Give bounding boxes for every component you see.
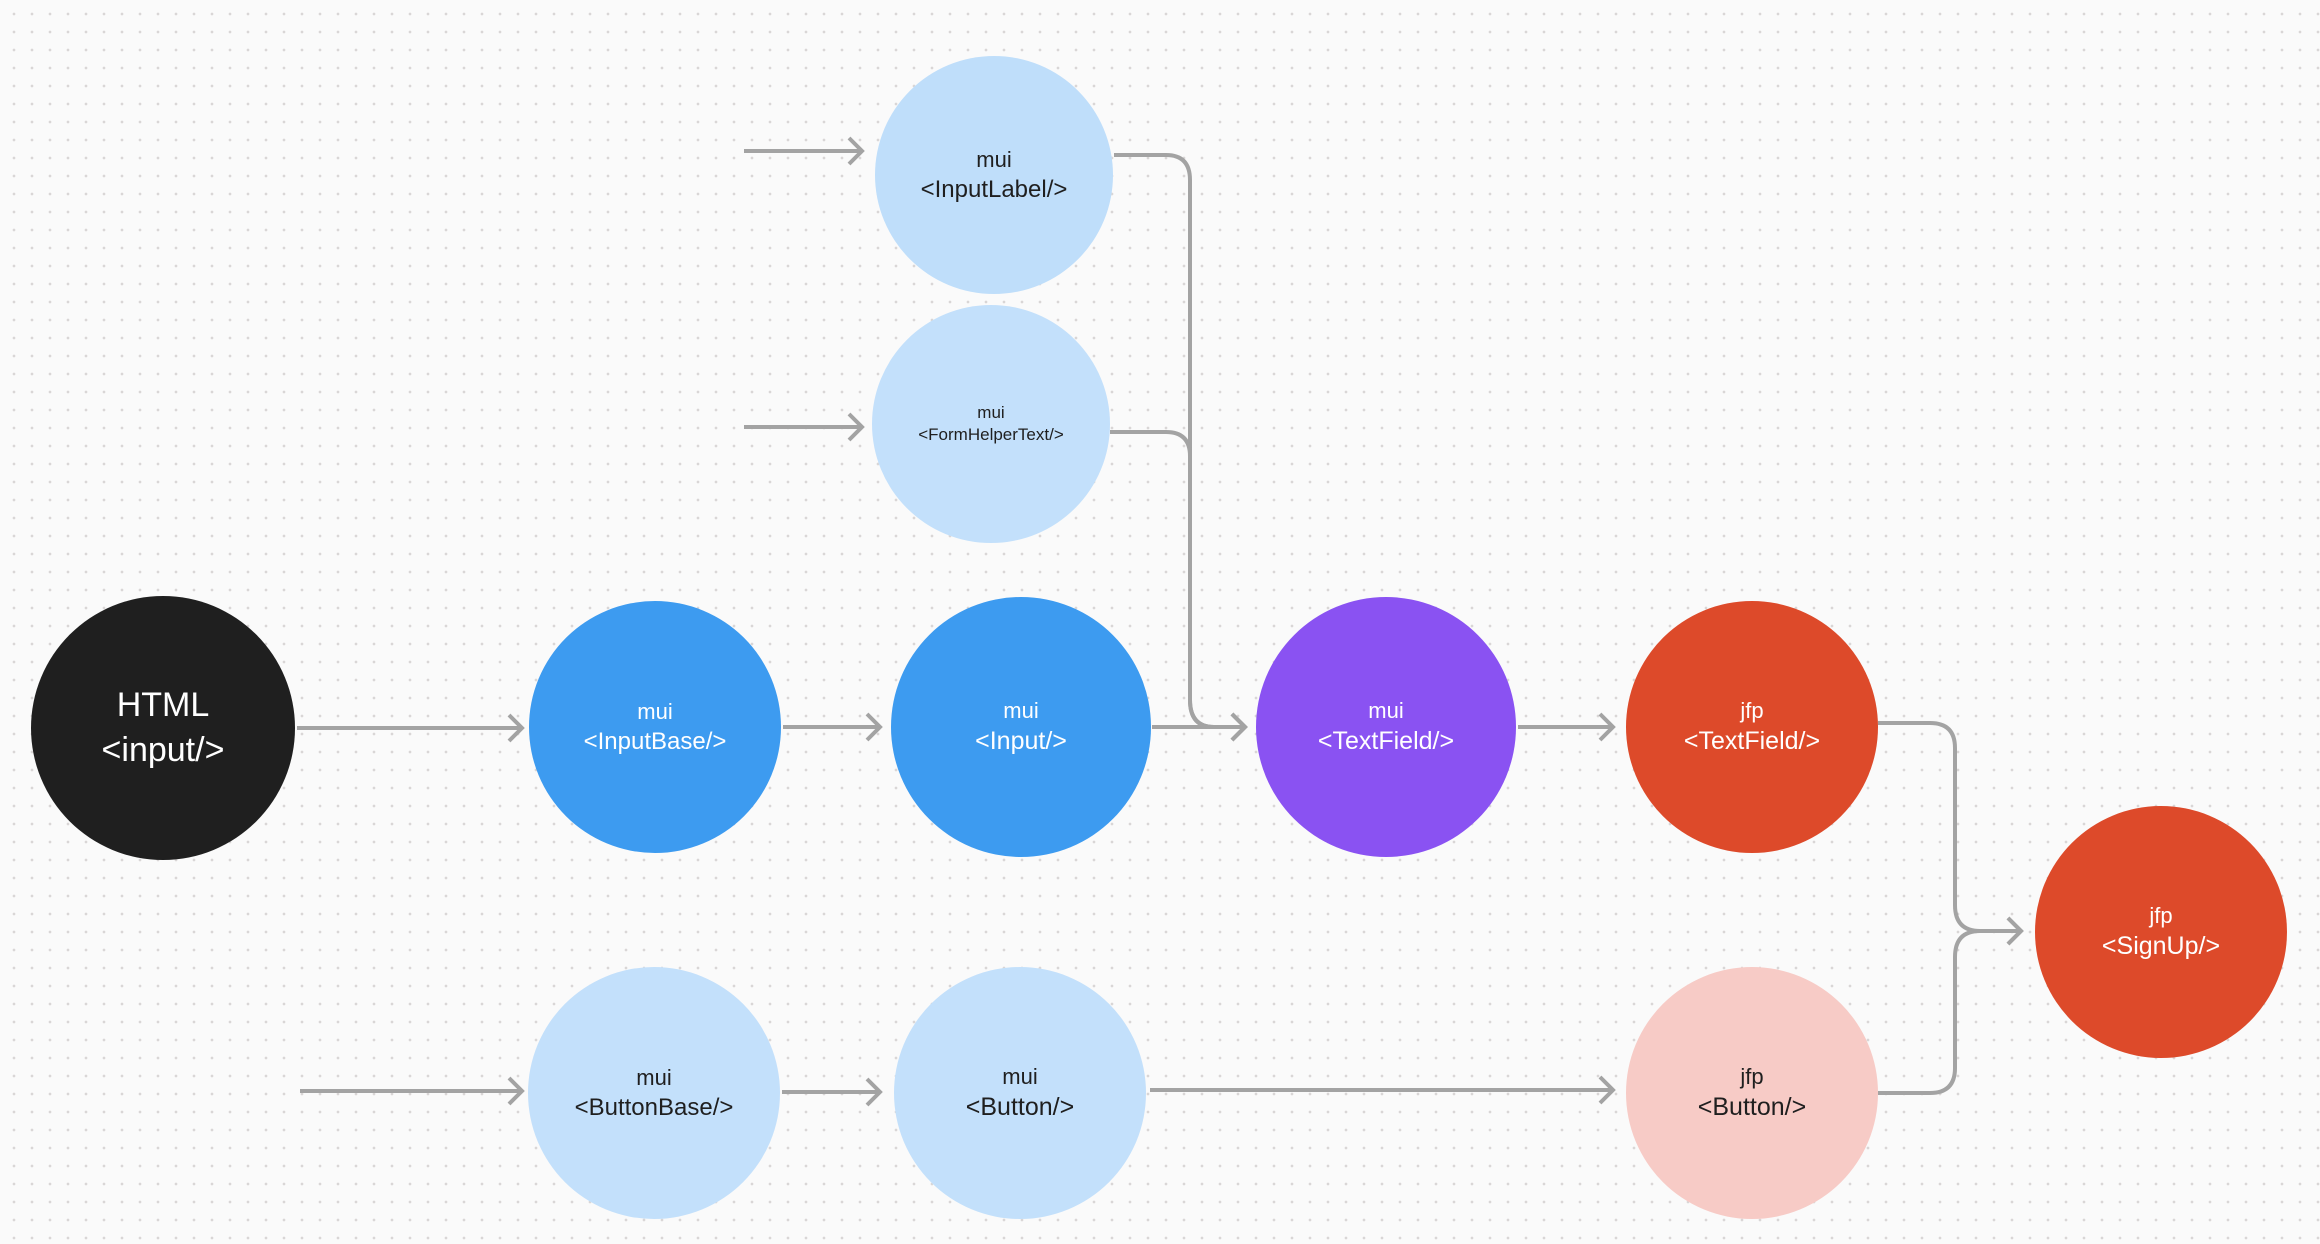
arrowhead-icon	[865, 1077, 883, 1107]
node-component: <TextField/>	[1683, 727, 1821, 756]
node-namespace: mui	[1368, 697, 1404, 723]
edge-mui-inputbase	[297, 713, 525, 743]
edge-mui-input	[783, 712, 883, 742]
node-namespace: mui	[637, 698, 673, 724]
edge-jfp-textfield	[1518, 712, 1616, 742]
edge-jfp-signup	[1878, 721, 2024, 946]
node-jfp-textfield[interactable]: jfp <TextField/>	[1626, 601, 1878, 853]
arrowhead-icon	[847, 412, 865, 442]
node-namespace: mui	[636, 1064, 672, 1090]
node-namespace: jfp	[1740, 1063, 1764, 1089]
node-mui-formhelpertext[interactable]: mui <FormHelperText/>	[872, 305, 1110, 543]
node-mui-input[interactable]: mui <Input/>	[891, 597, 1151, 857]
node-namespace: jfp	[2149, 902, 2173, 928]
node-jfp-signup[interactable]: jfp <SignUp/>	[2035, 806, 2287, 1058]
edge-jfp-signup	[1878, 916, 2024, 1095]
node-component: <InputBase/>	[583, 727, 727, 755]
edge-mui-textfield	[1114, 153, 1248, 742]
arrowhead-icon	[1230, 712, 1248, 742]
edge-mui-formhelpertext	[744, 412, 865, 442]
edge-jfp-button	[1150, 1075, 1616, 1105]
node-component: <InputLabel/>	[920, 175, 1068, 203]
arrowhead-icon	[1598, 712, 1616, 742]
node-component: <TextField/>	[1317, 727, 1455, 756]
node-component: <input/>	[101, 731, 225, 769]
node-namespace: mui	[977, 402, 1005, 422]
node-mui-inputbase[interactable]: mui <InputBase/>	[529, 601, 781, 853]
node-component: <Input/>	[975, 727, 1067, 756]
node-namespace: jfp	[1740, 697, 1764, 723]
node-component: <Button/>	[965, 1093, 1075, 1122]
node-namespace: mui	[1002, 1063, 1038, 1089]
node-component: <SignUp/>	[2101, 932, 2221, 961]
arrowhead-icon	[1230, 712, 1248, 742]
node-component: <Button/>	[1697, 1093, 1807, 1122]
arrowhead-icon	[847, 136, 865, 166]
arrowhead-icon	[1230, 712, 1248, 742]
arrowhead-icon	[507, 713, 525, 743]
node-component: <ButtonBase/>	[574, 1093, 734, 1121]
node-mui-inputlabel[interactable]: mui <InputLabel/>	[875, 56, 1113, 294]
node-jfp-button[interactable]: jfp <Button/>	[1626, 967, 1878, 1219]
arrowhead-icon	[865, 712, 883, 742]
edge-mui-inputlabel	[744, 136, 865, 166]
node-namespace: mui	[1003, 697, 1039, 723]
node-component: <FormHelperText/>	[918, 425, 1064, 444]
edge-mui-textfield	[1152, 712, 1248, 742]
node-mui-buttonbase[interactable]: mui <ButtonBase/>	[528, 967, 780, 1219]
node-namespace: HTML	[116, 686, 210, 725]
node-html-input[interactable]: HTML <input/>	[31, 596, 295, 860]
node-mui-button[interactable]: mui <Button/>	[894, 967, 1146, 1219]
node-mui-textfield[interactable]: mui <TextField/>	[1256, 597, 1516, 857]
arrowhead-icon	[2006, 916, 2024, 946]
arrowhead-icon	[1598, 1075, 1616, 1105]
edge-mui-button	[782, 1077, 883, 1107]
arrowhead-icon	[2006, 916, 2024, 946]
edge-mui-buttonbase	[300, 1076, 525, 1106]
arrowhead-icon	[507, 1076, 525, 1106]
node-namespace: mui	[976, 146, 1012, 172]
